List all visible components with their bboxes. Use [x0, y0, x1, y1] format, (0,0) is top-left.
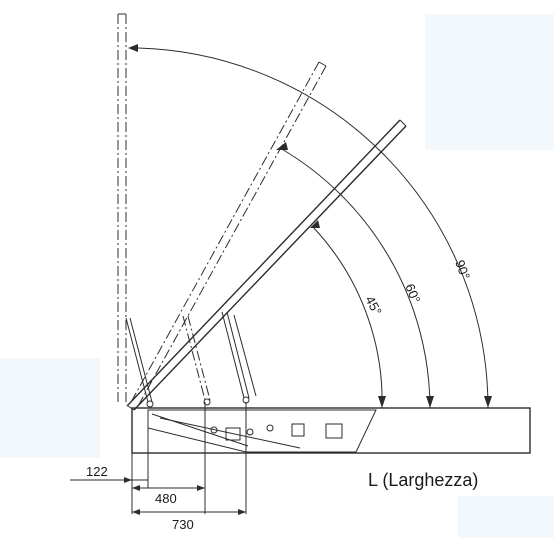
lift-struts: [125, 311, 257, 403]
arc-60-arrow-end: [426, 396, 434, 408]
angle-label-90: 90°: [452, 258, 473, 282]
pale-panel-bottom-right: [458, 496, 554, 538]
angle-label-60: 60°: [402, 282, 423, 306]
bed-base: [131, 407, 531, 454]
arc-45-arrow-start: [310, 220, 320, 228]
pale-panel-top-right: [425, 14, 554, 150]
arc-90-arrow-end: [484, 396, 492, 408]
angle-label-45: 45°: [362, 293, 384, 317]
arc-60: [279, 147, 431, 409]
width-label: L (Larghezza): [368, 470, 478, 490]
pale-panel-left: [0, 358, 100, 458]
dimension-lines: [70, 402, 247, 515]
lid-positions: [117, 13, 407, 411]
arc-90: [137, 47, 489, 409]
arc-45: [311, 225, 383, 409]
angle-arcs: [128, 44, 492, 409]
dimension-label-122: 122: [86, 464, 108, 479]
dimension-label-480: 480: [155, 491, 177, 506]
arc-45-arrow-end: [378, 396, 386, 408]
bed-frame: [127, 396, 531, 454]
arc-90-arrow-start: [128, 44, 138, 52]
dimension-label-730: 730: [172, 517, 194, 532]
